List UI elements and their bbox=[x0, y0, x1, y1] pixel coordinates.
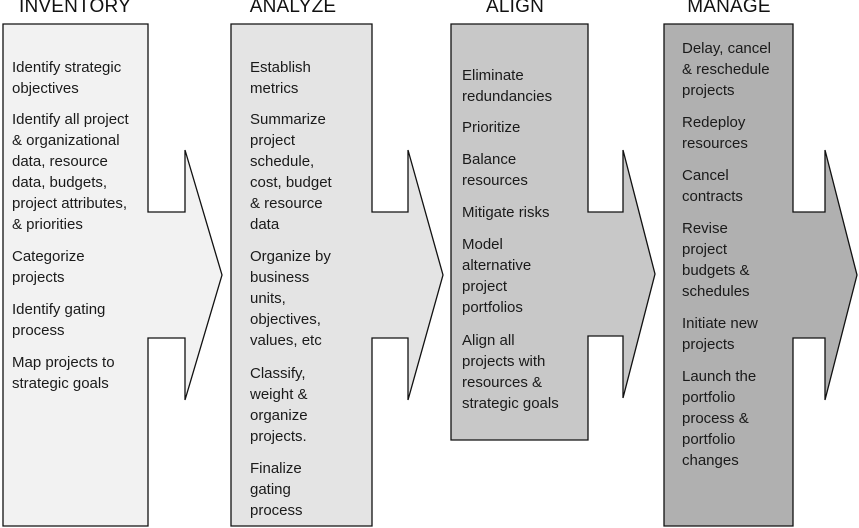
stage-item: Launch the portfolio process & portfolio… bbox=[682, 368, 757, 469]
stage-item: Revise project budgets & schedules bbox=[682, 220, 750, 300]
stage-title-analyze: ANALYZE bbox=[249, 0, 337, 17]
stage-item: Eliminate redundancies bbox=[462, 67, 553, 105]
stage-column-align: Eliminate redundancies Prioritize Balanc… bbox=[462, 0, 587, 528]
stage-title-align: ALIGN bbox=[485, 0, 545, 17]
stage-item: Align all projects with resources & stra… bbox=[462, 332, 559, 412]
stage-item: Finalize gating process bbox=[250, 460, 303, 519]
arrow-shape-analyze bbox=[230, 23, 444, 527]
stage-item: Establish metrics bbox=[250, 59, 311, 97]
stage-item: Identify all project & organizational da… bbox=[12, 111, 129, 233]
stage-item: Cancel contracts bbox=[682, 167, 743, 205]
stage-column-inventory: Identify strategic objectives Identify a… bbox=[12, 0, 152, 528]
stage-item: Balance resources bbox=[462, 151, 528, 189]
stage-item: Prioritize bbox=[462, 119, 521, 136]
stage-item: Mitigate risks bbox=[462, 204, 550, 221]
stage-item: Model alternative project portfolios bbox=[462, 236, 532, 316]
stage-item: Redeploy resources bbox=[682, 114, 748, 152]
stage-column-manage: Delay, cancel & reschedule projects Rede… bbox=[682, 0, 794, 528]
stage-item: Categorize projects bbox=[12, 248, 85, 286]
stage-item: Organize by business units, objectives, … bbox=[250, 248, 331, 349]
stage-item: Identify strategic objectives bbox=[12, 59, 122, 97]
stage-item: Classify, weight & organize projects. bbox=[250, 365, 308, 445]
stage-item: Summarize project schedule, cost, budget… bbox=[250, 111, 332, 233]
arrow-shape-align bbox=[450, 23, 656, 441]
stage-item: Identify gating process bbox=[12, 301, 106, 339]
stage-title-inventory: INVENTORY bbox=[19, 0, 131, 17]
stage-title-manage: MANAGE bbox=[687, 0, 771, 17]
stage-column-analyze: Establish metrics Summarize project sche… bbox=[250, 0, 375, 528]
stage-item: Delay, cancel & reschedule projects bbox=[682, 40, 771, 99]
stage-item: Map projects to strategic goals bbox=[12, 354, 115, 392]
stage-item: Initiate new projects bbox=[682, 315, 758, 353]
arrow-shape-inventory bbox=[2, 23, 223, 527]
arrow-shape-manage bbox=[663, 23, 858, 527]
